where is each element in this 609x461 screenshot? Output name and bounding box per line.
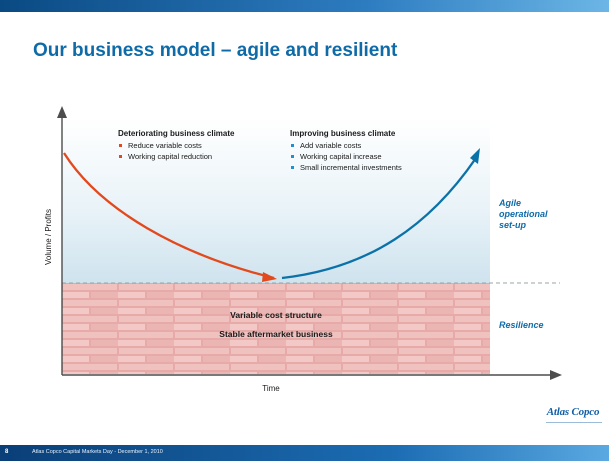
right-bullet: Small incremental investments: [300, 163, 402, 172]
resilience-label: Resilience: [499, 320, 544, 330]
brick-wall: [62, 283, 490, 374]
x-axis-label: Time: [262, 384, 280, 393]
left-bullet-marker: [119, 155, 122, 158]
header-bar: [0, 0, 609, 12]
left-bullet-marker: [119, 144, 122, 147]
agile-label-line-3: set-up: [499, 220, 527, 230]
right-bullet-marker: [291, 166, 294, 169]
agile-label-line-1: Agile: [498, 198, 521, 208]
deteriorating-arrowhead: [262, 272, 277, 282]
y-axis-label: Volume / Profits: [44, 209, 53, 265]
right-bullet: Working capital increase: [300, 152, 382, 161]
agile-area: [62, 118, 490, 283]
left-bullet: Working capital reduction: [128, 152, 212, 161]
right-bullet: Add variable costs: [300, 141, 362, 150]
deteriorating-curve: [63, 152, 275, 280]
wall-line-2: Stable aftermarket business: [219, 329, 333, 339]
x-axis-arrowhead: [550, 370, 562, 380]
improving-curve: [281, 157, 477, 280]
left-bullet: Reduce variable costs: [128, 141, 202, 150]
page-title: Our business model – agile and resilient: [33, 40, 398, 61]
left-heading: Deteriorating business climate: [118, 129, 235, 138]
wall-line-1: Variable cost structure: [230, 310, 322, 320]
right-bullet-marker: [291, 155, 294, 158]
page-number: 8: [5, 449, 9, 455]
right-bullet-marker: [291, 144, 294, 147]
footer-bar: [0, 445, 609, 461]
logo-underline: [546, 422, 602, 423]
improving-arrowhead: [470, 148, 480, 164]
footer-text: Atlas Copco Capital Markets Day - Decemb…: [32, 449, 163, 455]
right-heading: Improving business climate: [290, 129, 396, 138]
agile-label-line-2: operational: [499, 209, 548, 219]
y-axis-arrowhead: [57, 106, 67, 118]
atlas-copco-logo: Atlas Copco: [546, 406, 600, 418]
